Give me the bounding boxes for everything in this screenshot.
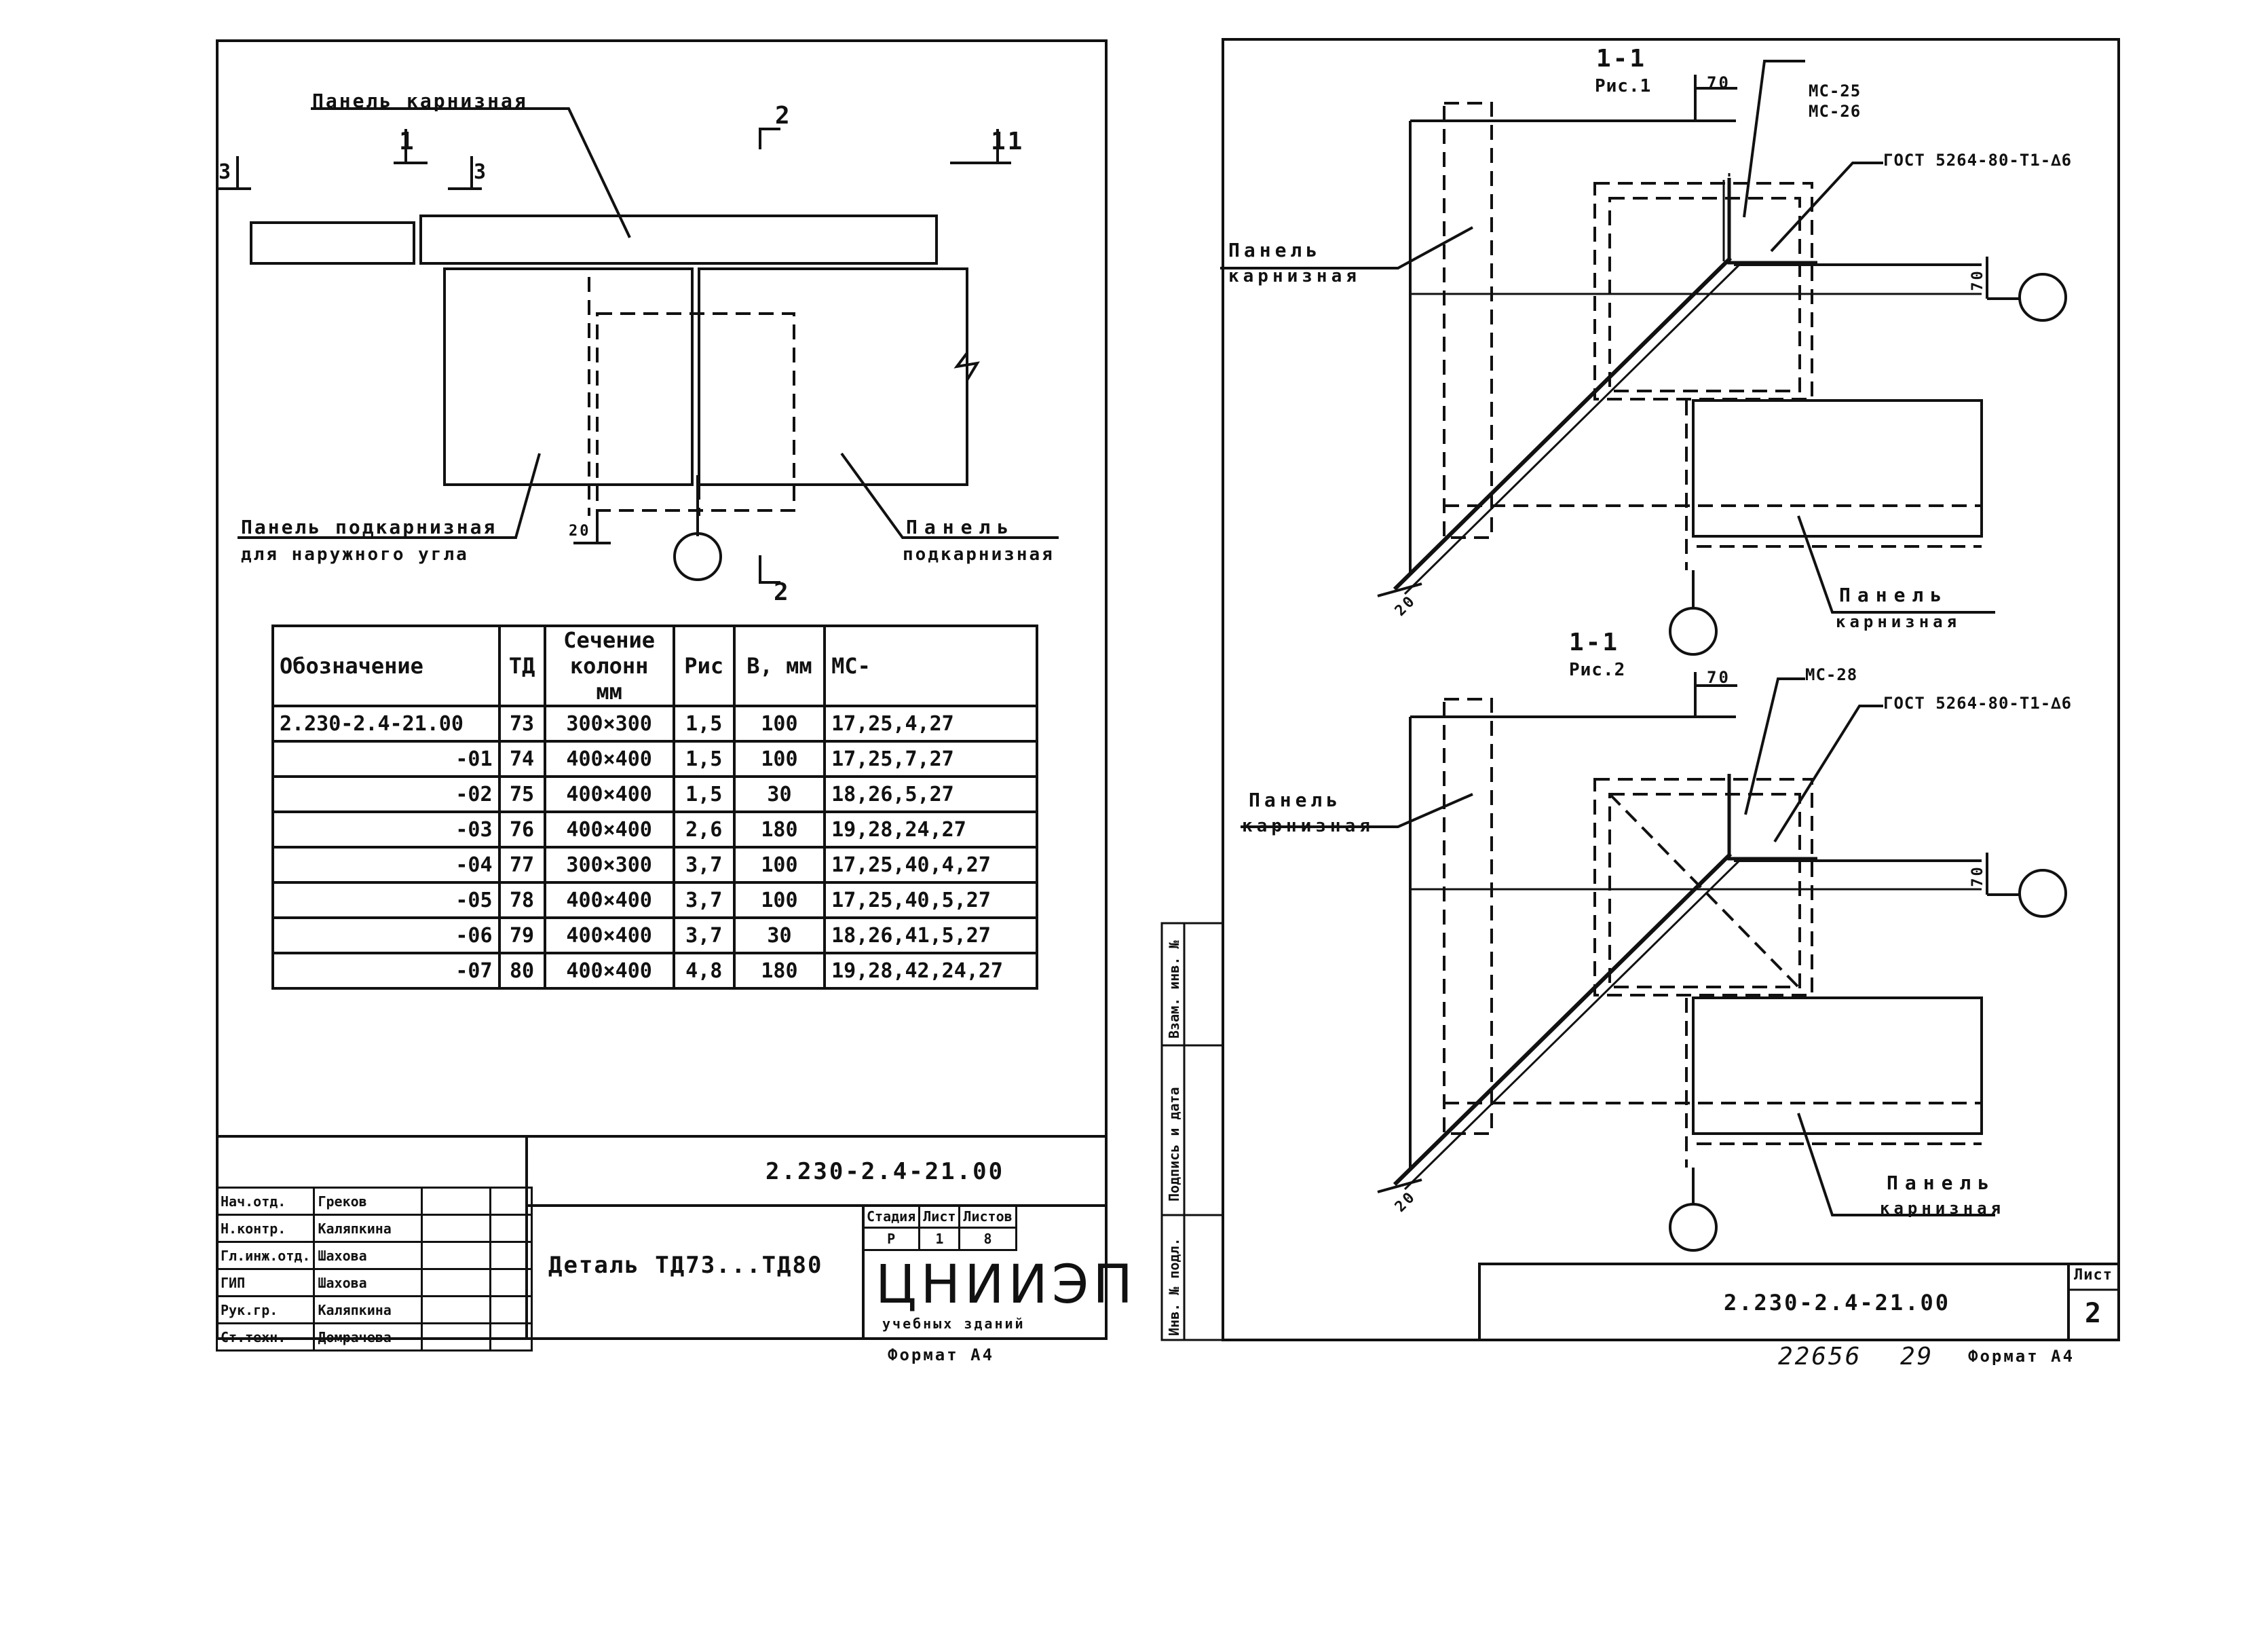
axis-marker-fig2-bottom [1669, 1203, 1718, 1252]
fig2-panel-a-1: Панель [1249, 789, 1342, 811]
axis-marker-fig1-bottom [1669, 607, 1718, 656]
fig2-dim-side: 70 [1969, 865, 1986, 887]
approval-row: Н.контр.Каляпкина [215, 1214, 533, 1243]
sheet-number-right: 2 [2085, 1298, 2104, 1329]
fig2-dim-top: 70 [1707, 668, 1731, 687]
column-outline [596, 312, 795, 512]
fig2-ms: МС-28 [1805, 665, 1858, 684]
fig1-panel-a-2: карнизная [1228, 266, 1361, 286]
format-left: Формат А4 [888, 1345, 995, 1364]
col-b: В, мм [732, 625, 827, 707]
doc-code-left: 2.230-2.4-21.00 [766, 1158, 1005, 1185]
sheet-label-right: Лист [2074, 1267, 2113, 1284]
fig2-panel-a-2: карнизная [1242, 816, 1374, 836]
subcornice-panel [698, 267, 968, 486]
axis-marker-fig1-right [2018, 273, 2067, 322]
label-section-2-top: 2 [775, 102, 792, 130]
label-subcornice-1: Панель [906, 516, 1016, 538]
label-section-1: 1 [399, 128, 416, 155]
label-section-3b: 3 [474, 160, 489, 184]
fig1-panel-b-2: карнизная [1836, 612, 1961, 631]
approval-row: Рук.гр.Каляпкина [215, 1295, 533, 1324]
col-td: ТД [497, 625, 546, 707]
label-subcornice-2: подкарнизная [903, 544, 1055, 565]
left-sheet-frame [216, 39, 1108, 1340]
fig1-ms-b: МС-26 [1809, 102, 1861, 121]
fig2-weld: ГОСТ 5264-80-Т1-∆6 [1883, 694, 2073, 713]
spec-table: Обозначение ТД Сечение колонн мм Рис В, … [271, 625, 1038, 990]
label-panel-cornice: Панель карнизная [312, 90, 528, 112]
fig1-figure: Рис.1 [1595, 76, 1652, 96]
label-section-3a: 3 [219, 160, 233, 184]
label-dim-20: 20 [569, 523, 591, 540]
doc-code-right: 2.230-2.4-21.00 [1724, 1290, 1950, 1316]
sheets-value: 8 [958, 1227, 1017, 1251]
fig2-section: 1-1 [1569, 629, 1620, 656]
fig1-dim-side: 70 [1969, 269, 1986, 291]
col-designation: Обозначение [271, 625, 501, 707]
archive-number-2: 29 [1900, 1343, 1934, 1371]
stage-value: Р [861, 1227, 921, 1251]
side-stamp-sign: Подпись и дата [1166, 1087, 1182, 1201]
fig1-dim-top: 70 [1707, 73, 1731, 92]
archive-number: 22656 [1778, 1343, 1862, 1371]
title-block-left: 2.230-2.4-21.00 Деталь ТД73...ТД80 Стади… [215, 1135, 1133, 1352]
col-ms: МС- [823, 625, 1038, 707]
side-stamp-replace: Взам. инв. № [1166, 940, 1182, 1039]
fig1-panel-a-1: Панель [1228, 239, 1322, 261]
fig2-panel-b-2: карнизная [1880, 1199, 2005, 1218]
spec-table-header: Обозначение ТД Сечение колонн мм Рис В, … [271, 625, 1038, 707]
subcornice-panel-outer [443, 267, 694, 486]
side-stamp-inv: Инв. № подл. [1166, 1237, 1182, 1337]
fig1-section: 1-1 [1596, 45, 1647, 73]
fig2-panel-b-1: Панель [1887, 1172, 1997, 1194]
cornice-panel-right [419, 215, 938, 265]
org-subtitle: учебных зданий [882, 1316, 1025, 1332]
approval-row: Ст.техн.Домрачева [215, 1322, 533, 1352]
cornice-panel-left [250, 221, 415, 265]
label-subcornice-outer-2: для наружного угла [241, 544, 469, 565]
right-sheet-frame [1222, 38, 2120, 1341]
drawing-title: Деталь ТД73...ТД80 [548, 1252, 823, 1279]
col-fig: Рис [672, 625, 736, 707]
label-section-11: 11 [991, 128, 1025, 155]
org-logo: ЦНИИЭП [875, 1254, 1137, 1316]
approval-table: Нач.отд.Греков Н.контр.Каляпкина Гл.инж.… [215, 1187, 533, 1352]
axis-marker-fig2-right [2018, 869, 2067, 918]
axis-marker-left [673, 532, 722, 581]
fig1-panel-b-1: Панель [1839, 584, 1949, 606]
fig2-figure: Рис.2 [1569, 660, 1626, 680]
fig1-weld: ГОСТ 5264-80-Т1-∆6 [1883, 151, 2073, 170]
col-section: Сечение колонн мм [543, 625, 675, 707]
label-section-2-bottom: 2 [774, 578, 791, 606]
label-subcornice-outer-1: Панель подкарнизная [241, 516, 497, 538]
fig1-ms-a: МС-25 [1809, 81, 1861, 100]
approval-row: Нач.отд.Греков [215, 1187, 533, 1216]
approval-row: Гл.инж.отд.Шахова [215, 1241, 533, 1270]
format-right: Формат А4 [1968, 1347, 2075, 1366]
sheet-value: 1 [918, 1227, 961, 1251]
